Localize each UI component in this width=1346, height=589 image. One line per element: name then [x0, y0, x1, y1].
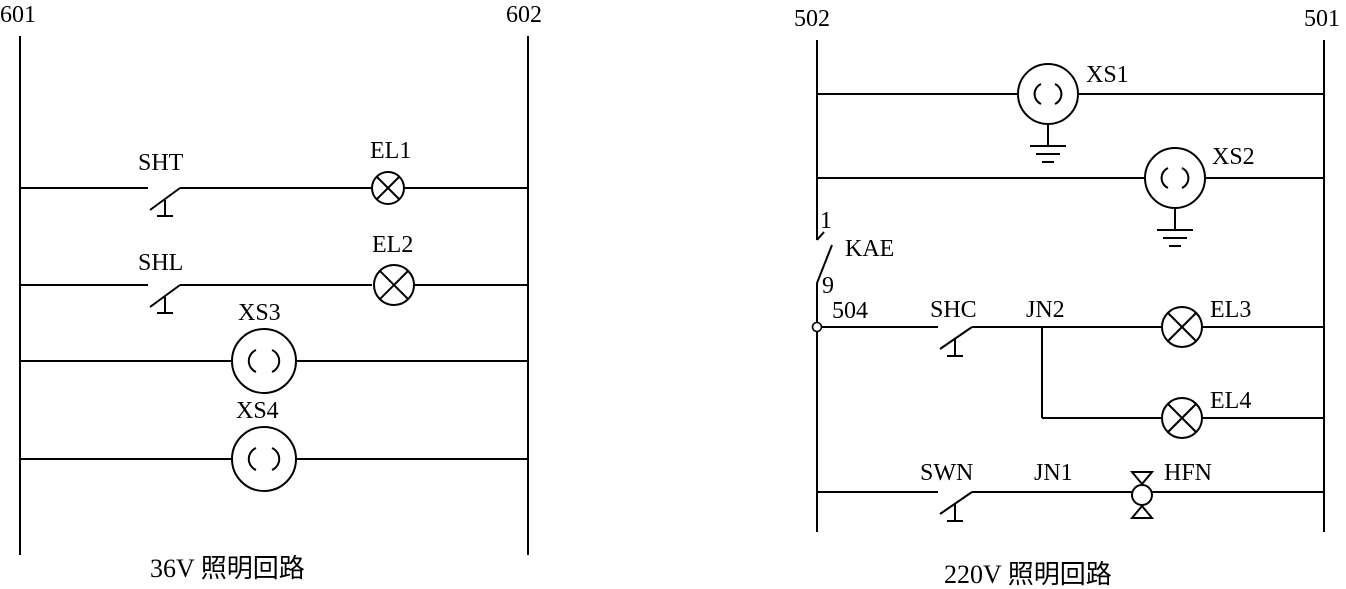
- socket-label-xs2: XS2: [1212, 144, 1255, 170]
- rung-xs2: XS2: [817, 144, 1324, 247]
- rung-xs4: XS4: [20, 398, 528, 492]
- switch-label-sht: SHT: [138, 150, 184, 176]
- rung-sht-el1: SHT EL1: [20, 138, 528, 217]
- rail-label-501: 501: [1304, 6, 1340, 32]
- caption-220v: 220V 照明回路: [944, 560, 1112, 589]
- lamp-label-el1: EL1: [370, 138, 411, 164]
- rung-swn-hfn: SWN JN1 HFN: [817, 460, 1324, 522]
- lamp-label-el4: EL4: [1210, 388, 1251, 414]
- rail-label-502: 502: [794, 6, 830, 32]
- node-label-504: 504: [832, 298, 868, 324]
- socket-xs2-icon: [1144, 147, 1206, 209]
- kae-label: KAE: [845, 236, 894, 262]
- switch-shl: [149, 284, 181, 308]
- rung-shc-el3-el4: SHC JN2 EL3 EL4: [821, 297, 1324, 439]
- switch-shc: [939, 326, 973, 350]
- left-circuit: 601 602 SHT EL1: [0, 2, 542, 583]
- lamp-label-el3: EL3: [1210, 297, 1251, 323]
- rail-label-601: 601: [0, 2, 36, 28]
- lamp-label-el2: EL2: [372, 232, 413, 258]
- socket-label-xs3: XS3: [238, 300, 281, 326]
- junction-label-jn1: JN1: [1034, 460, 1073, 486]
- rail-label-602: 602: [506, 2, 542, 28]
- rung-xs1: XS1: [817, 62, 1324, 163]
- kae-contact-blade: [816, 244, 833, 284]
- kae-pin-9: 9: [822, 273, 834, 299]
- horn-label-hfn: HFN: [1164, 460, 1212, 486]
- horn-hfn-icon: [1129, 471, 1155, 519]
- junction-label-jn2: JN2: [1026, 297, 1065, 323]
- socket-label-xs1: XS1: [1086, 62, 1129, 88]
- switch-label-shc: SHC: [930, 297, 977, 323]
- socket-xs1-icon: [1017, 63, 1079, 125]
- socket-xs4-icon: [231, 426, 297, 492]
- socket-xs3-icon: [231, 328, 297, 394]
- switch-swn: [939, 491, 973, 515]
- caption-36v: 36V 照明回路: [150, 554, 305, 583]
- switch-label-swn: SWN: [920, 460, 973, 486]
- socket-label-xs4: XS4: [236, 398, 279, 424]
- switch-sht: [149, 187, 181, 211]
- rung-xs3: XS3: [20, 300, 528, 394]
- switch-label-shl: SHL: [138, 250, 183, 276]
- kae-contact-hook: [816, 231, 825, 241]
- kae-pin-1: 1: [820, 208, 832, 234]
- rung-shl-el2: SHL EL2: [20, 232, 528, 314]
- right-circuit: 502 501 1 KAE 9 504 XS1: [794, 6, 1340, 589]
- node-504-dot: [811, 321, 823, 333]
